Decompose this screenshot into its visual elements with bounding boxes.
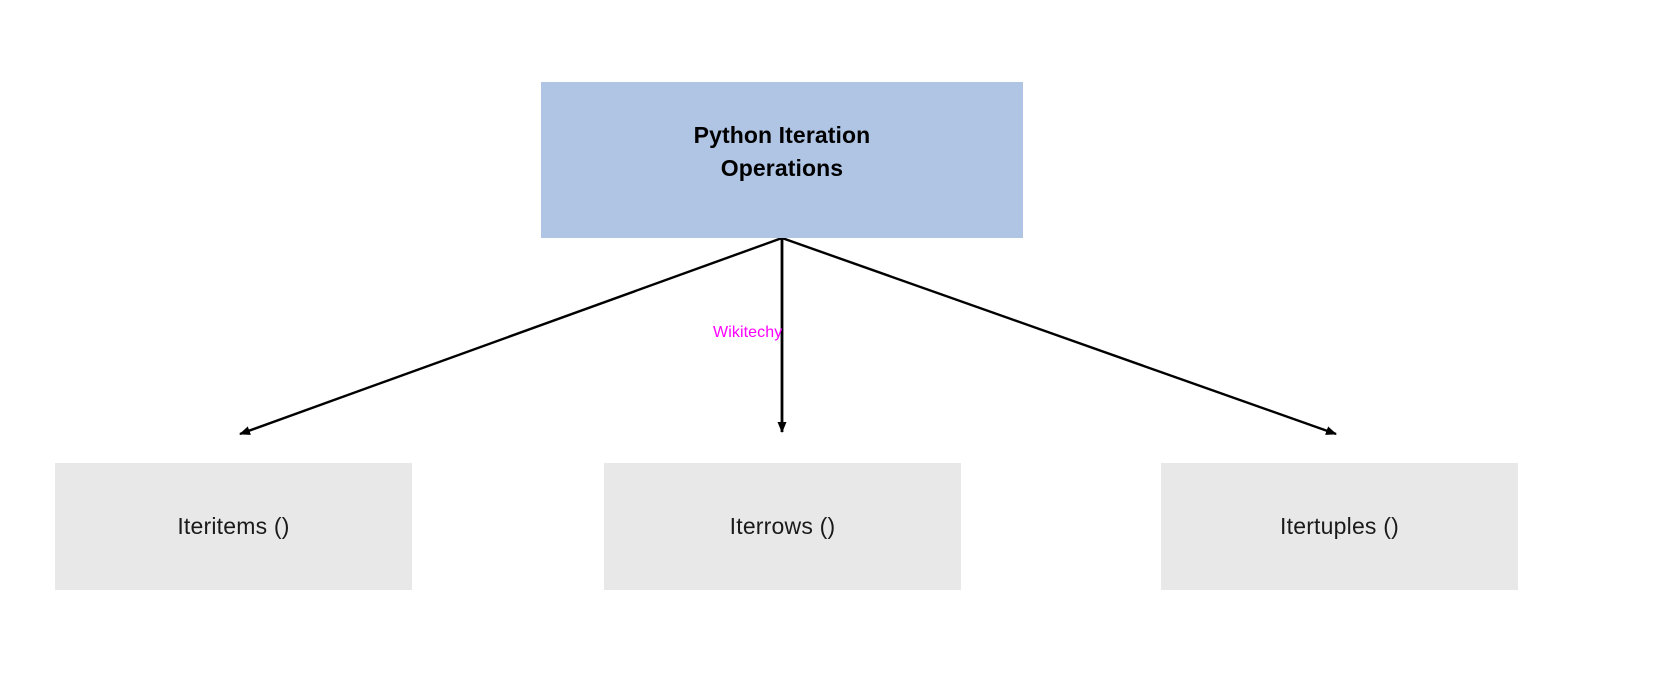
node-itertuples-label: Itertuples () xyxy=(1280,513,1399,539)
node-iterrows: Iterrows () xyxy=(604,463,961,590)
watermark-label: Wikitechy xyxy=(713,324,783,341)
node-python-iteration-operations: Python Iteration Operations xyxy=(541,82,1023,238)
node-itertuples: Itertuples () xyxy=(1161,463,1518,590)
connector-root-to-iteritems xyxy=(239,236,783,436)
node-root-label: Python Iteration Operations xyxy=(693,121,871,181)
node-iterrows-label: Iterrows () xyxy=(729,513,836,539)
node-iteritems: Iteritems () xyxy=(55,463,412,590)
connector-root-to-itertuples xyxy=(781,236,1337,436)
node-iteritems-label: Iteritems () xyxy=(177,513,290,539)
